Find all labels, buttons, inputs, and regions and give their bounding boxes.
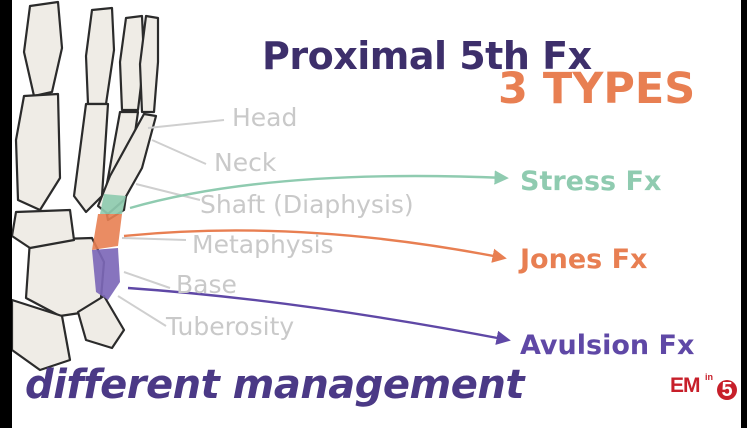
toe-1-phalanx <box>22 0 64 98</box>
logo-number: 5 <box>717 380 737 400</box>
metatarsal-1 <box>14 92 62 212</box>
anatomy-label-metaphysis: Metaphysis <box>192 230 334 259</box>
tarsal-lower <box>10 298 72 372</box>
toe-3-phalanx <box>118 14 146 112</box>
anatomy-label-base: Base <box>176 270 237 299</box>
footer-note: different management <box>25 362 524 408</box>
avulsion-arrow <box>127 286 511 345</box>
slide-subtitle: 3 TYPES <box>498 64 696 114</box>
anatomy-label-shaft: Shaft (Diaphysis) <box>200 190 414 219</box>
avulsion-zone <box>92 248 120 300</box>
stress-arrow <box>129 170 509 210</box>
toe-4-phalanx <box>138 14 160 114</box>
frame-left <box>0 0 12 428</box>
bones <box>10 0 160 372</box>
fracture-label-avulsion: Avulsion Fx <box>520 330 695 361</box>
toe-2-phalanx <box>84 6 116 106</box>
frame-right <box>741 0 747 428</box>
tarsal-medial <box>10 208 76 250</box>
tarsal-side <box>76 294 126 350</box>
metatarsal-2 <box>72 102 110 214</box>
anatomy-label-tuberosity: Tuberosity <box>166 312 295 341</box>
slide-title: Proximal 5th Fx <box>262 34 592 78</box>
logo-letters: EM <box>670 374 700 397</box>
anatomy-label-head: Head <box>232 103 298 132</box>
logo-small: in <box>705 372 713 382</box>
jones-arrow <box>123 229 507 263</box>
anatomy-leaders <box>117 119 225 327</box>
fracture-label-stress: Stress Fx <box>520 166 662 197</box>
em-in-5-logo: EM in 5 <box>670 372 740 418</box>
anatomy-label-neck: Neck <box>214 148 277 177</box>
jones-zone <box>92 214 122 250</box>
stress-zone <box>100 194 126 214</box>
fracture-label-jones: Jones Fx <box>520 244 648 275</box>
